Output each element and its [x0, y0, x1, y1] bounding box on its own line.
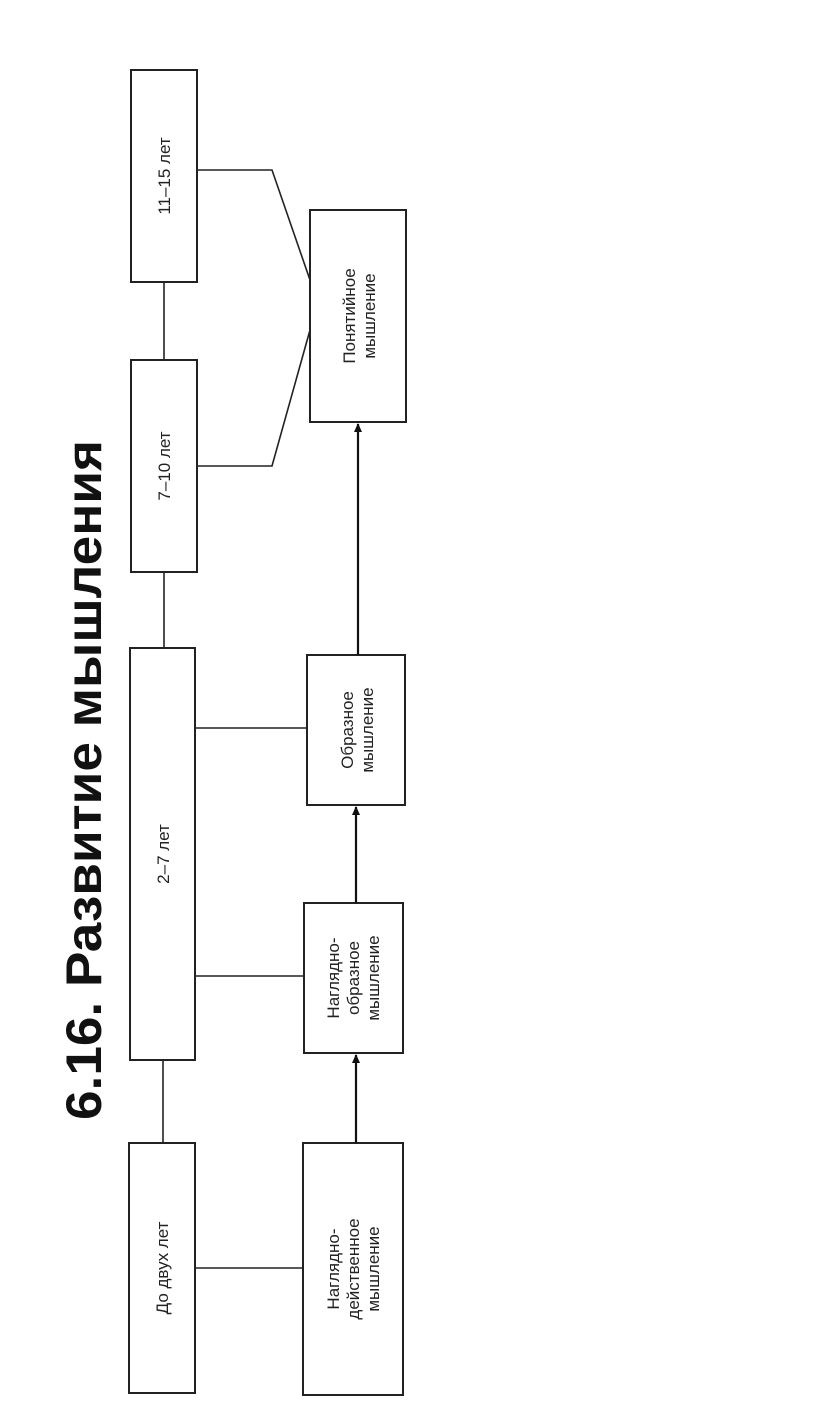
age-label-7-10: 7–10 лет: [155, 431, 174, 500]
stage-label-conceptual: Понятийное: [340, 268, 359, 363]
age-label-under-2: До двух лет: [153, 1221, 172, 1314]
age-stage-link: [197, 169, 311, 281]
age-label-11-15: 11–15 лет: [155, 137, 174, 215]
stage-label-visual-active: Наглядно-: [324, 1228, 343, 1309]
age-label-2-7: 2–7 лет: [154, 824, 173, 884]
stage-label-imaginative: Образное: [338, 691, 357, 769]
stage-label-conceptual: мышление: [360, 273, 379, 358]
age-box-11-15: [130, 69, 198, 283]
stage-box-visual-imaginative: [303, 902, 404, 1054]
stage-box-imaginative: [306, 654, 406, 806]
diagram-title: 6.16. Развитие мышления: [56, 440, 112, 1120]
stage-label-visual-imaginative: образное: [344, 941, 363, 1015]
age-stage-link: [197, 329, 311, 467]
stage-label-imaginative: мышление: [358, 687, 377, 772]
stage-box-visual-active: [302, 1142, 404, 1396]
stage-label-visual-active: действенное: [344, 1218, 363, 1319]
age-box-2-7: [129, 647, 196, 1061]
stage-label-visual-imaginative: мышление: [364, 935, 383, 1020]
age-box-7-10: [130, 359, 198, 573]
stage-label-visual-active: мышление: [364, 1226, 383, 1311]
stage-box-conceptual: [309, 209, 407, 423]
stage-label-visual-imaginative: Наглядно-: [324, 937, 343, 1018]
